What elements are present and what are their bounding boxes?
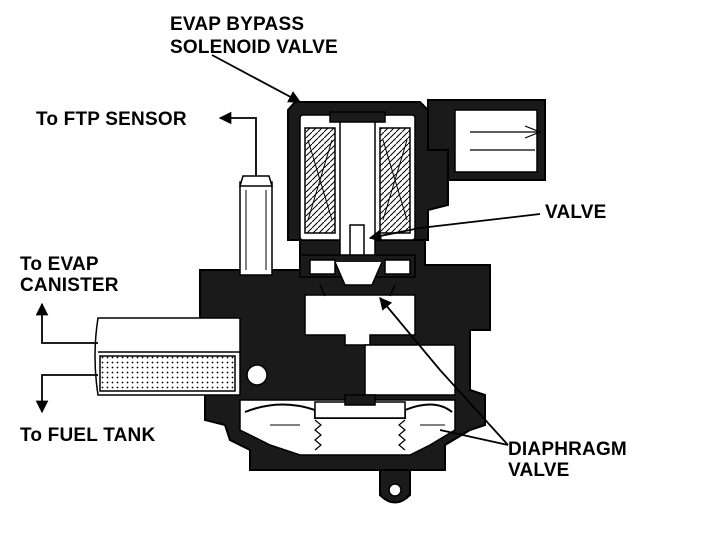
fuel-tank-label: To FUEL TANK: [20, 425, 156, 446]
evap-canister-label-line2: CANISTER: [20, 275, 119, 296]
canister-port: [94, 317, 268, 396]
solenoid-plunger: [329, 111, 386, 269]
solenoid-coils: [304, 127, 411, 234]
valve-seat: [299, 254, 416, 297]
leader-lines: [35, 54, 541, 446]
solenoid-valve-label-line1: EVAP BYPASS: [170, 14, 305, 35]
diaphragm-assembly: [244, 394, 453, 451]
diaphragm-valve-label-line1: DIAPHRAGM: [508, 439, 627, 460]
connector-pins: [470, 125, 542, 151]
evap-canister-label-line1: To EVAP: [20, 254, 99, 275]
valve-label: VALVE: [545, 202, 607, 223]
solenoid-valve-label-line2: SOLENOID VALVE: [170, 37, 338, 58]
diaphragm-valve-label-line2: VALVE: [508, 460, 570, 481]
ftp-sensor-port: [238, 175, 274, 276]
ftp-sensor-label: To FTP SENSOR: [36, 109, 187, 130]
